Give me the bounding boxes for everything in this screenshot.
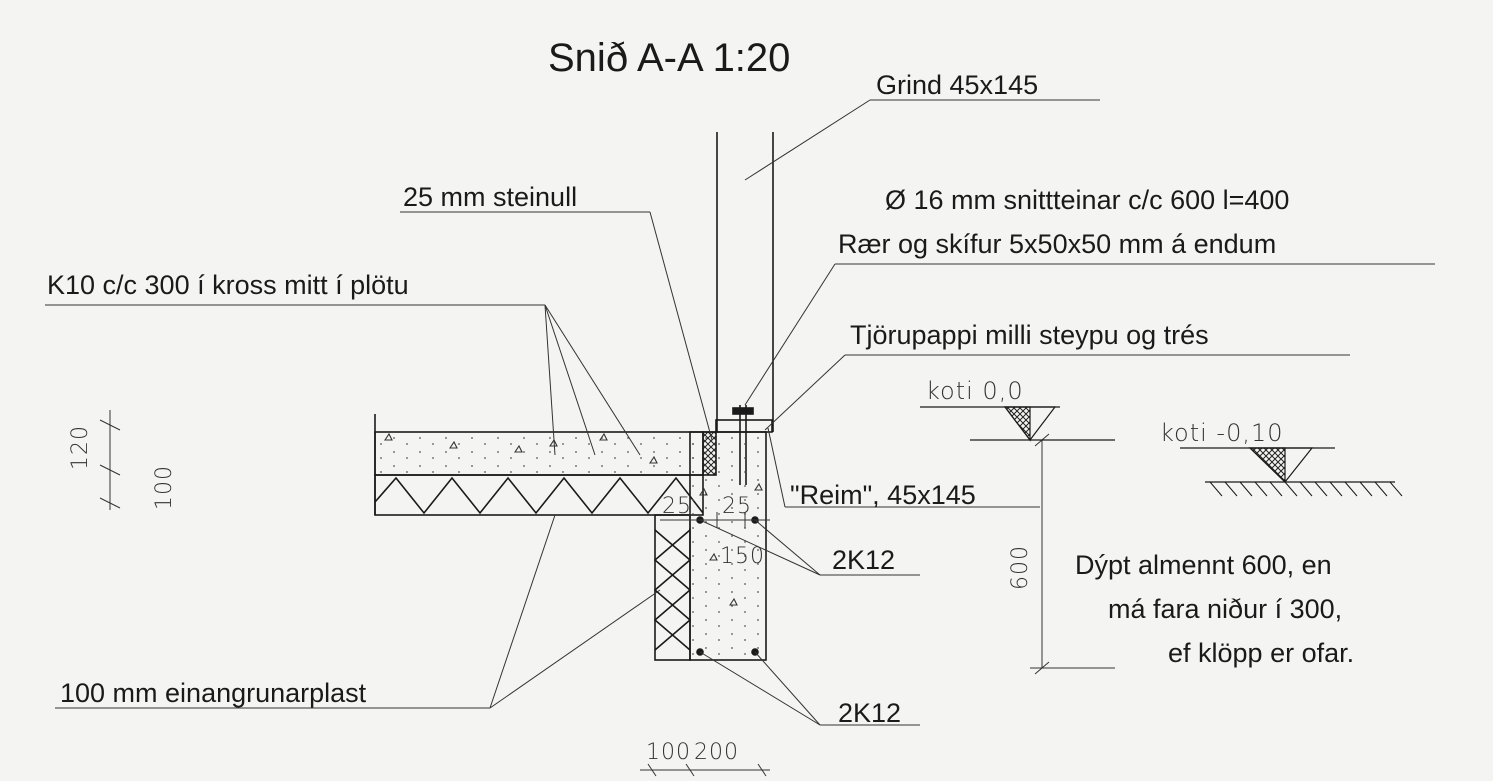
leader-lines	[45, 99, 1435, 726]
label-rebar-upper: 2K12	[832, 545, 896, 575]
label-tjorupappi: Tjörupappi milli steypu og trés	[850, 320, 1209, 350]
dim-25-left: 25	[662, 494, 692, 519]
label-snittteinar: Ø 16 mm snittteinar c/c 600 l=400	[885, 185, 1290, 215]
label-dypt-3: ef klöpp er ofar.	[1168, 638, 1355, 668]
label-einangrun: 100 mm einangrunarplast	[60, 678, 367, 708]
title-main: Snið A-A	[548, 36, 702, 80]
dim-600: 600	[1008, 545, 1033, 590]
label-reim: "Reim", 45x145	[790, 480, 976, 510]
label-dypt-2: má fara niður í 300,	[1108, 594, 1343, 624]
label-steinull: 25 mm steinull	[403, 182, 578, 212]
label-grind: Grind 45x145	[876, 70, 1039, 100]
label-rebar-lower: 2K12	[838, 698, 902, 728]
dim-200: 200	[694, 740, 739, 765]
dim-150: 150	[720, 544, 765, 569]
aggregate-marks	[383, 432, 763, 606]
level-marks	[920, 406, 1403, 497]
title-scale: 1:20	[712, 36, 791, 80]
level-koti-top: koti 0,0	[926, 377, 1024, 405]
dimension-lines	[99, 410, 1115, 777]
label-k10: K10 c/c 300 í kross mitt í plötu	[47, 270, 409, 300]
dim-25-right: 25	[722, 494, 752, 519]
dim-100-slab: 100	[152, 465, 177, 510]
drawing-title: Snið A-A 1:20	[548, 36, 790, 80]
dim-100-insulation: 100	[646, 740, 691, 765]
label-dypt-1: Dýpt almennt 600, en	[1075, 550, 1332, 580]
dim-120: 120	[68, 425, 93, 470]
label-raer: Rær og skífur 5x50x50 mm á endum	[838, 229, 1277, 259]
level-koti-ground: koti -0,10	[1160, 419, 1284, 447]
structure	[374, 132, 774, 661]
